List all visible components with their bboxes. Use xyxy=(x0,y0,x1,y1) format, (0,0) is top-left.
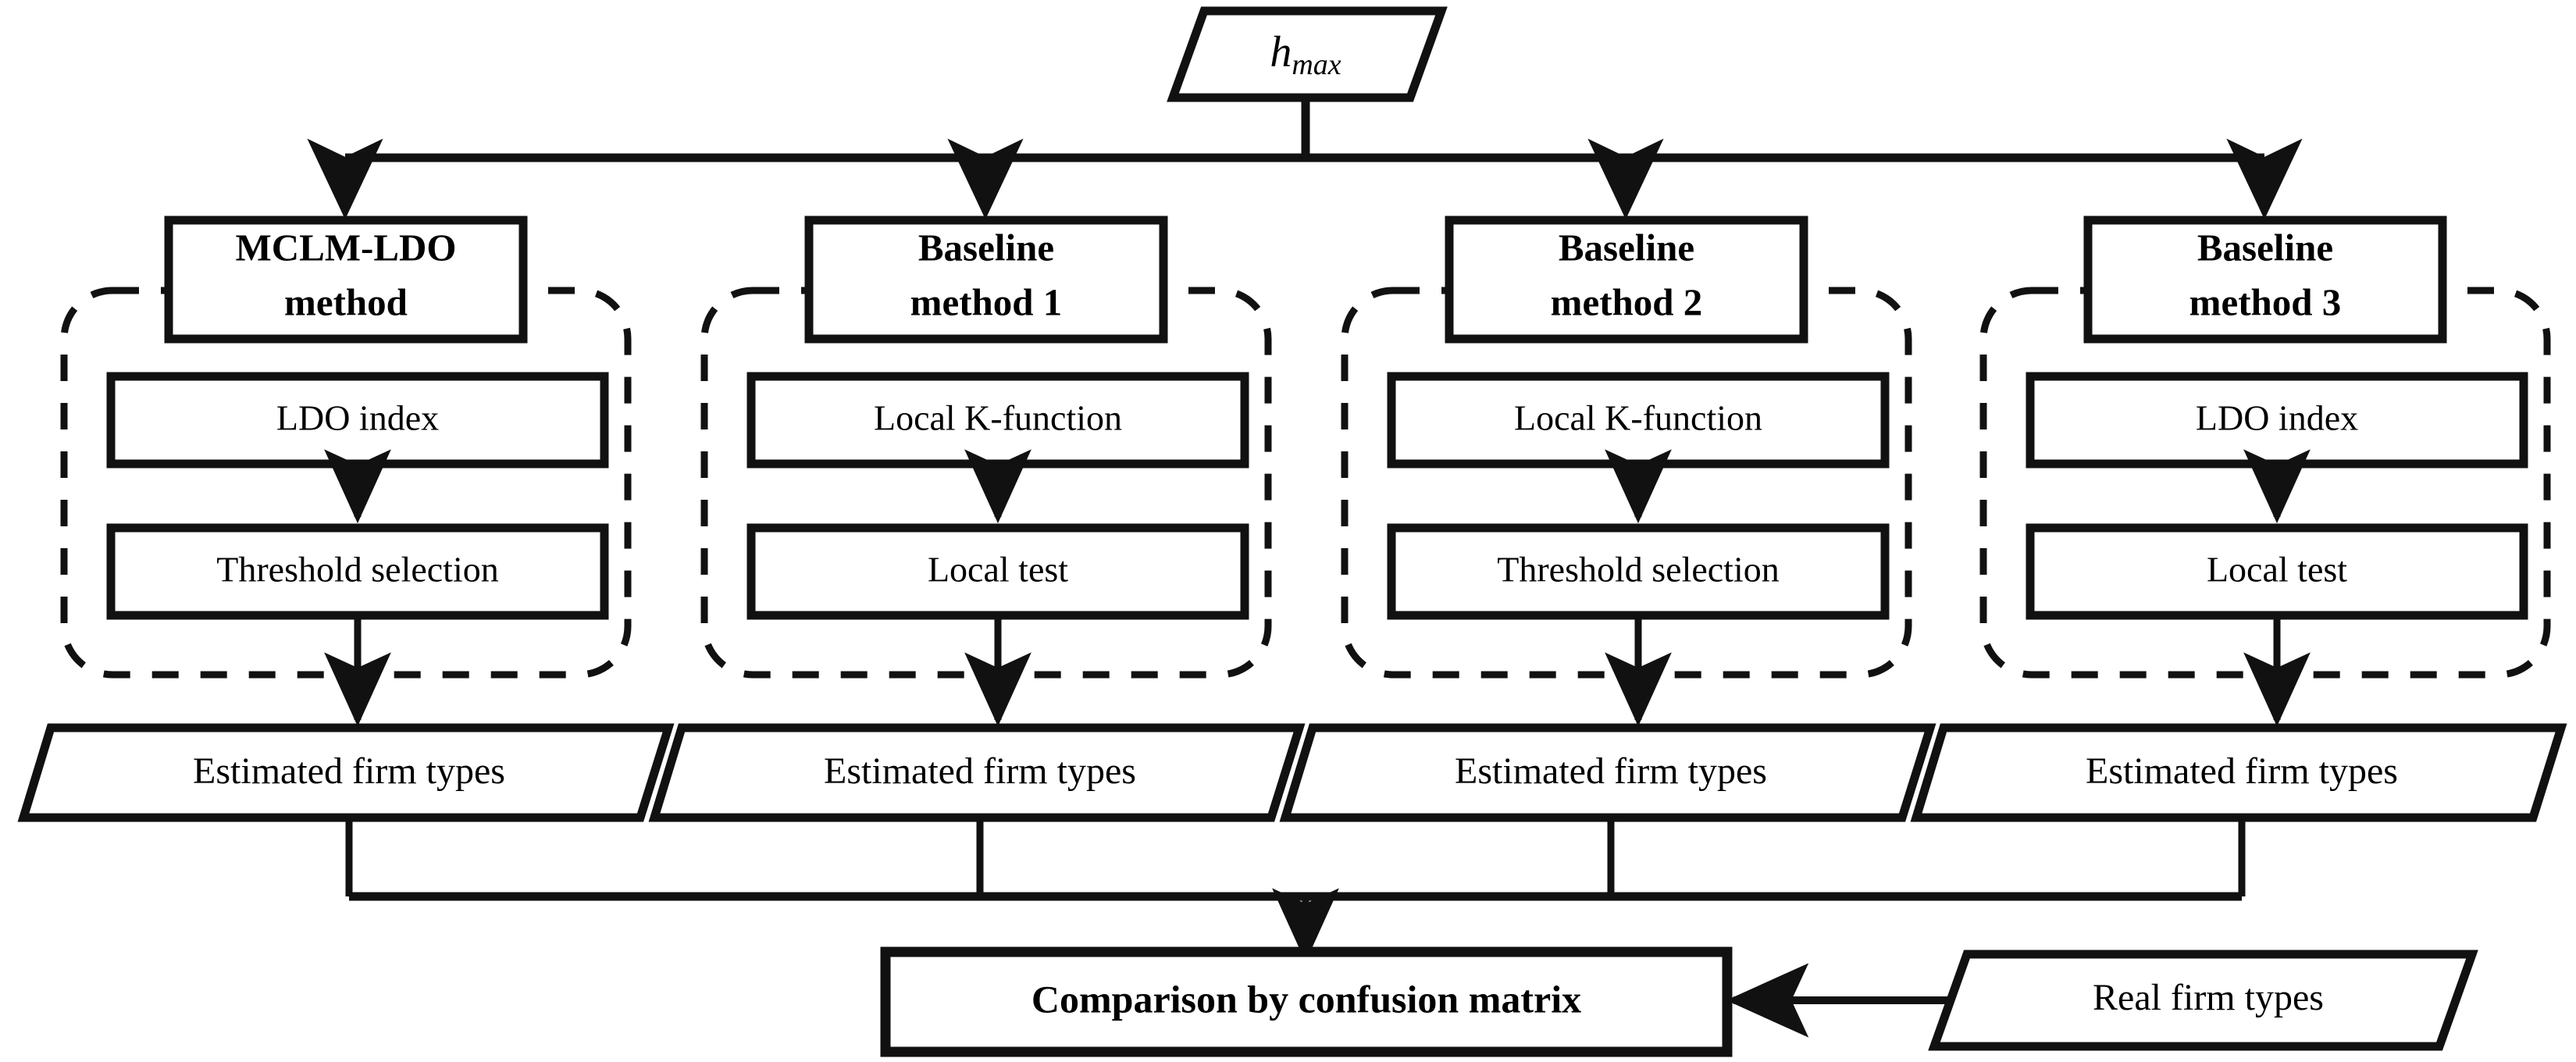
output-label-2: Estimated firm types xyxy=(824,750,1136,792)
method-header-label-4: Baseline xyxy=(2197,226,2333,269)
method-header-box-4 xyxy=(2083,216,2447,344)
real-firm-types-parallelogram xyxy=(1928,950,2478,1051)
real-firm-types-label: Real firm types xyxy=(2093,977,2324,1018)
step-label-4-1: LDO index xyxy=(2196,398,2358,438)
output-parallelogram-3 xyxy=(1279,723,1936,822)
step-label-1-1: LDO index xyxy=(276,398,439,438)
step-label-3-1: Local K-function xyxy=(1514,398,1762,438)
method-header-box-2 xyxy=(804,216,1168,344)
step-label-1-2: Threshold selection xyxy=(216,550,499,590)
step-label-4-2: Local test xyxy=(2207,550,2347,590)
method-header-label-1-line2: method xyxy=(284,280,408,323)
output-label-1: Estimated firm types xyxy=(193,750,505,792)
output-parallelogram-4 xyxy=(1910,723,2567,822)
column-group-3: Baseline method 2 Local K-function Thres… xyxy=(1279,216,1936,822)
step-label-3-2: Threshold selection xyxy=(1497,550,1780,590)
column-group-2: Baseline method 1 Local K-function Local… xyxy=(648,216,1306,822)
output-label-4: Estimated firm types xyxy=(2086,750,2398,792)
method-header-box-1 xyxy=(164,216,528,344)
hmax-label: hmax xyxy=(1270,28,1341,81)
column-group-1: MCLM-LDO method LDO index Threshold sele… xyxy=(17,216,675,822)
step-label-2-1: Local K-function xyxy=(874,398,1122,438)
step-box-2-1 xyxy=(746,372,1249,469)
method-header-label-3-line2: method 2 xyxy=(1551,280,1703,323)
column-group-4: Baseline method 3 LDO index Local test E… xyxy=(1910,216,2567,822)
method-header-label-2-line2: method 1 xyxy=(910,280,1063,323)
hmax-subscript: max xyxy=(1292,48,1341,81)
output-parallelogram-1 xyxy=(17,723,675,822)
step-box-4-1 xyxy=(2026,372,2528,469)
step-box-3-2 xyxy=(1387,523,1890,620)
method-header-label-1: MCLM-LDO xyxy=(235,226,456,269)
comparison-label: Comparison by confusion matrix xyxy=(1031,977,1581,1021)
method-header-label-4-line2: method 3 xyxy=(2189,280,2342,323)
method-header-box-3 xyxy=(1445,216,1808,344)
method-header-label-3: Baseline xyxy=(1559,226,1694,269)
step-label-2-2: Local test xyxy=(928,550,1068,590)
output-parallelogram-2 xyxy=(648,723,1306,822)
output-label-3: Estimated firm types xyxy=(1455,750,1767,792)
step-box-1-1 xyxy=(106,372,609,469)
hmax-parallelogram xyxy=(1167,6,1448,102)
method-header-label-2: Baseline xyxy=(918,226,1054,269)
step-box-1-2 xyxy=(106,523,609,620)
comparison-box xyxy=(880,946,1733,1057)
hmax-base: h xyxy=(1270,28,1292,77)
